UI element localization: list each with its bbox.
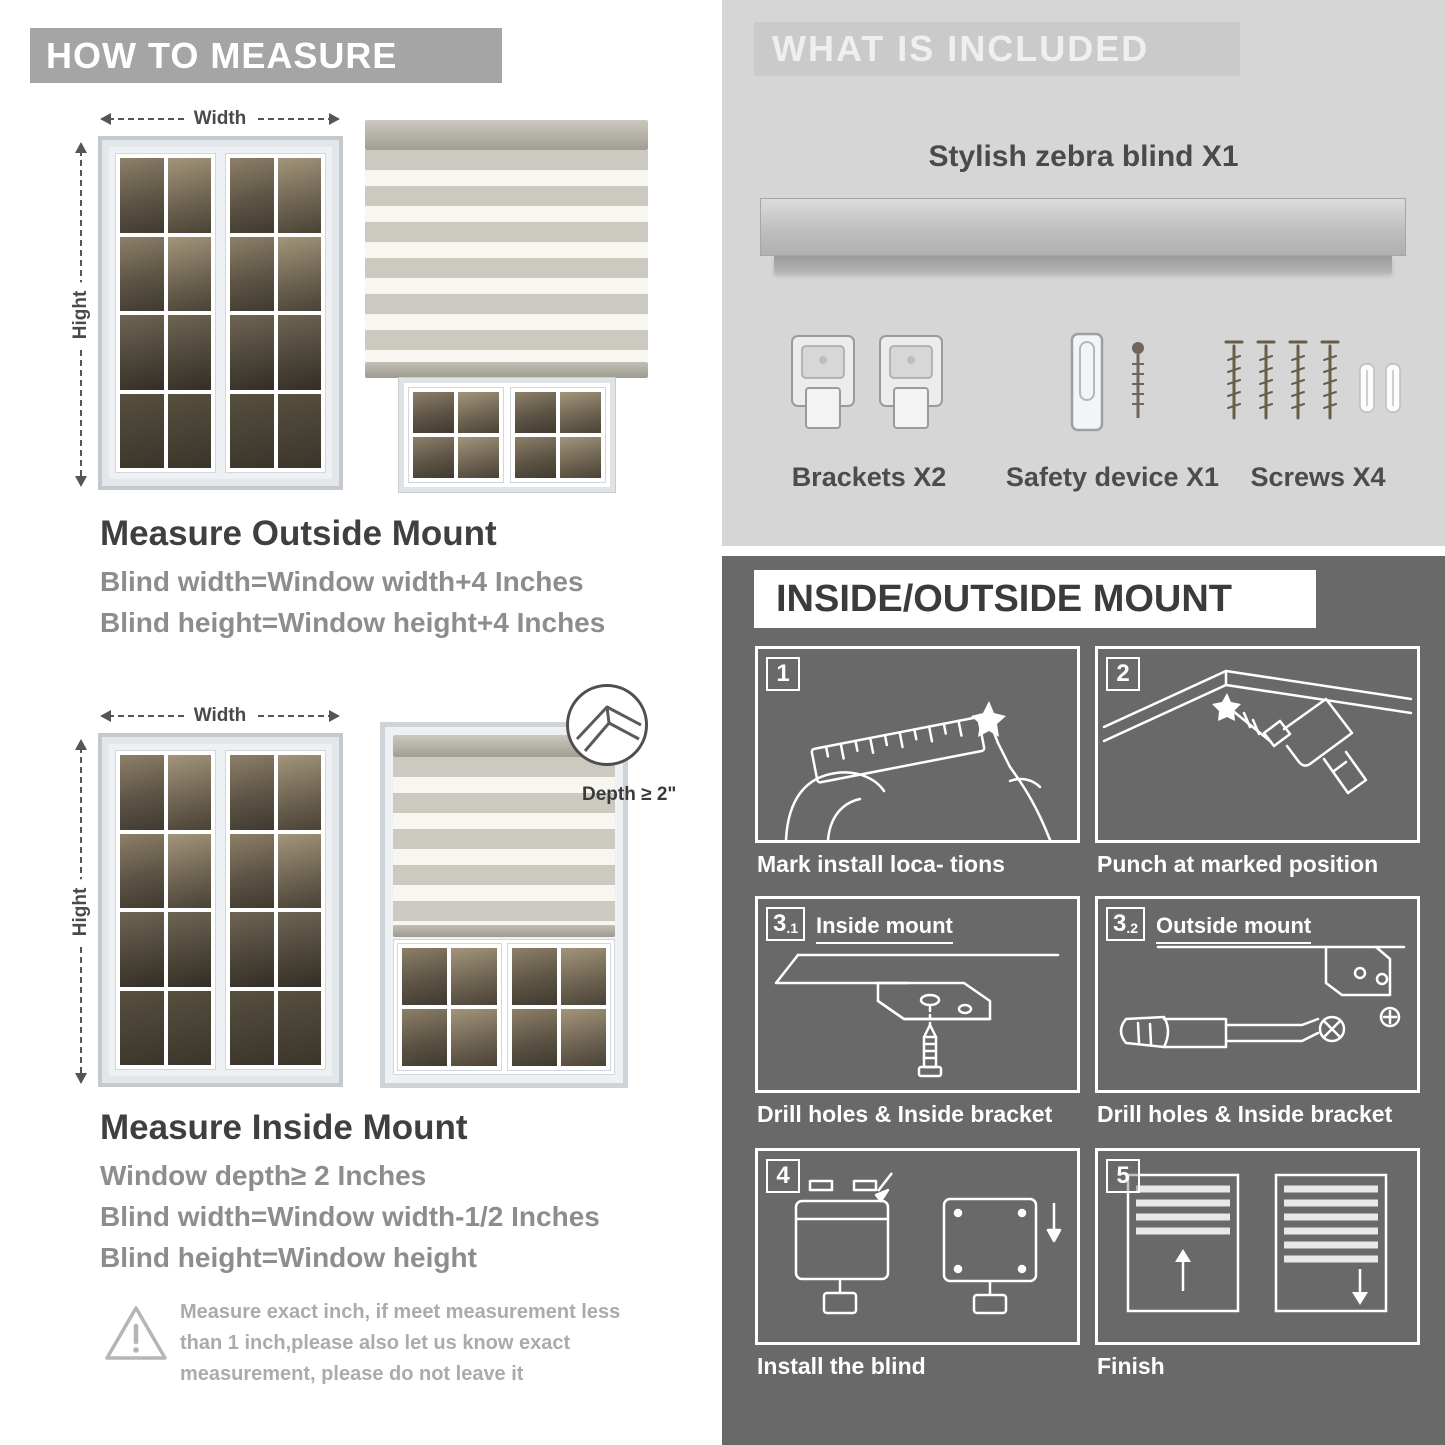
blind-headrail-graphic (760, 198, 1406, 256)
window-illustration-inside (98, 733, 343, 1087)
window-sash (407, 387, 504, 483)
window-illustration-outside (98, 136, 343, 490)
width-label: Width (185, 705, 255, 727)
inside-mount-label: Inside mount (816, 913, 953, 944)
screws-icon (1220, 330, 1416, 445)
step-caption-3-2: Drill holes & Inside bracket (1097, 1101, 1393, 1127)
window-sash (509, 387, 606, 483)
frame-corner-icon (575, 705, 642, 752)
step-panel-5: 5 (1095, 1148, 1420, 1345)
step-panel-2: 2 (1095, 646, 1420, 843)
window-sash (397, 943, 502, 1071)
window-sash (115, 153, 216, 473)
warning-line: measurement, please do not leave it (180, 1363, 524, 1385)
drill-illustration (1102, 669, 1413, 795)
inside-bracket-illustration (774, 953, 1060, 1078)
window-sash (115, 750, 216, 1070)
step-caption-2: Punch at marked position (1097, 851, 1379, 877)
warning-triangle-icon (103, 1302, 169, 1369)
inside-rule-depth: Window depth≥ 2 Inches (100, 1160, 427, 1191)
step-number: 1 (776, 660, 790, 687)
step-number: 4 (776, 1162, 790, 1189)
step-number-badge: 3.1 (766, 907, 806, 941)
step-panel-4: 4 (755, 1148, 1080, 1345)
step-caption-1: Mark install loca- tions (757, 851, 1005, 877)
finish-illustration (1126, 1173, 1388, 1313)
height-arrow: Hight (70, 739, 92, 1084)
blind-bottomrail (393, 925, 615, 937)
width-label: Width (185, 108, 255, 130)
step-number-badge: 3.2 (1106, 907, 1146, 941)
zebra-stripes (393, 757, 615, 925)
height-arrow: Hight (70, 142, 92, 487)
depth-detail-circle (566, 684, 648, 766)
window-below-blind (397, 377, 616, 493)
blind-headrail-lip (774, 256, 1392, 273)
warning-line: Measure exact inch, if meet measurement … (180, 1301, 621, 1323)
safety-device-label: Safety device X1 (1005, 462, 1220, 492)
zebra-blind-inside-illustration (380, 722, 628, 1088)
brackets-icon (788, 330, 948, 447)
window-below-blind (393, 939, 615, 1075)
outside-bracket-illustration (1119, 945, 1406, 1049)
safety-device-icon (1052, 326, 1172, 449)
product-title: Stylish zebra blind X1 (928, 140, 1239, 173)
zebra-stripes (365, 150, 648, 362)
warning-line: than 1 inch,please also let us know exac… (180, 1332, 571, 1354)
step-panel-1: 1 (755, 646, 1080, 843)
blind-headrail (365, 120, 648, 150)
height-label: Hight (70, 879, 92, 944)
step-number: 3 (773, 910, 787, 937)
blind-bottomrail (365, 362, 648, 378)
screws-label: Screws X4 (1250, 462, 1386, 492)
window-sash (506, 943, 611, 1071)
step-caption-3-1: Drill holes & Inside bracket (757, 1101, 1053, 1127)
step-number-sub: .1 (786, 920, 799, 936)
blind-headrail (393, 735, 615, 757)
height-label: Hight (70, 282, 92, 347)
how-to-measure-banner: HOW TO MEASURE (30, 28, 502, 83)
step-number-badge: 4 (766, 1159, 800, 1193)
width-arrow: Width (100, 108, 340, 130)
step-number-badge: 1 (766, 657, 800, 691)
outside-mount-title: Measure Outside Mount (100, 514, 497, 553)
depth-callout: Depth ≥ 2" (582, 784, 677, 805)
step-number-badge: 5 (1106, 1159, 1140, 1193)
width-arrow: Width (100, 705, 340, 727)
step-number: 3 (1113, 910, 1127, 937)
window-sash (225, 153, 326, 473)
step-panel-3-1: 3.1 Inside mount (755, 896, 1080, 1093)
mount-instructions-section: INSIDE/OUTSIDE MOUNT 1 (722, 556, 1445, 1445)
mark-location-illustration (784, 701, 1052, 840)
brackets-label: Brackets X2 (791, 462, 947, 492)
outside-rule-height: Blind height=Window height+4 Inches (100, 607, 606, 638)
what-is-included-section: WHAT IS INCLUDED Stylish zebra blind X1 (722, 0, 1445, 546)
step-panel-3-2: 3.2 Outside mount (1095, 896, 1420, 1093)
outside-rule-width: Blind width=Window width+4 Inches (100, 566, 584, 597)
window-sash (225, 750, 326, 1070)
what-is-included-banner: WHAT IS INCLUDED (754, 22, 1240, 76)
inside-rule-width: Blind width=Window width-1/2 Inches (100, 1201, 600, 1232)
install-blind-illustration (794, 1172, 1062, 1315)
inside-rule-height: Blind height=Window height (100, 1242, 477, 1273)
step-number-badge: 2 (1106, 657, 1140, 691)
step-number-sub: .2 (1126, 920, 1139, 936)
step-caption-5: Finish (1097, 1353, 1165, 1379)
zebra-blind-outside-illustration (365, 120, 648, 493)
inside-mount-title: Measure Inside Mount (100, 1108, 468, 1147)
step-number: 2 (1116, 660, 1130, 687)
step-number: 5 (1116, 1162, 1130, 1189)
step-caption-4: Install the blind (757, 1353, 926, 1379)
mount-section-banner: INSIDE/OUTSIDE MOUNT (754, 570, 1316, 628)
outside-mount-label: Outside mount (1156, 913, 1312, 944)
warning-note: Measure exact inch, if meet measurement … (180, 1297, 620, 1390)
